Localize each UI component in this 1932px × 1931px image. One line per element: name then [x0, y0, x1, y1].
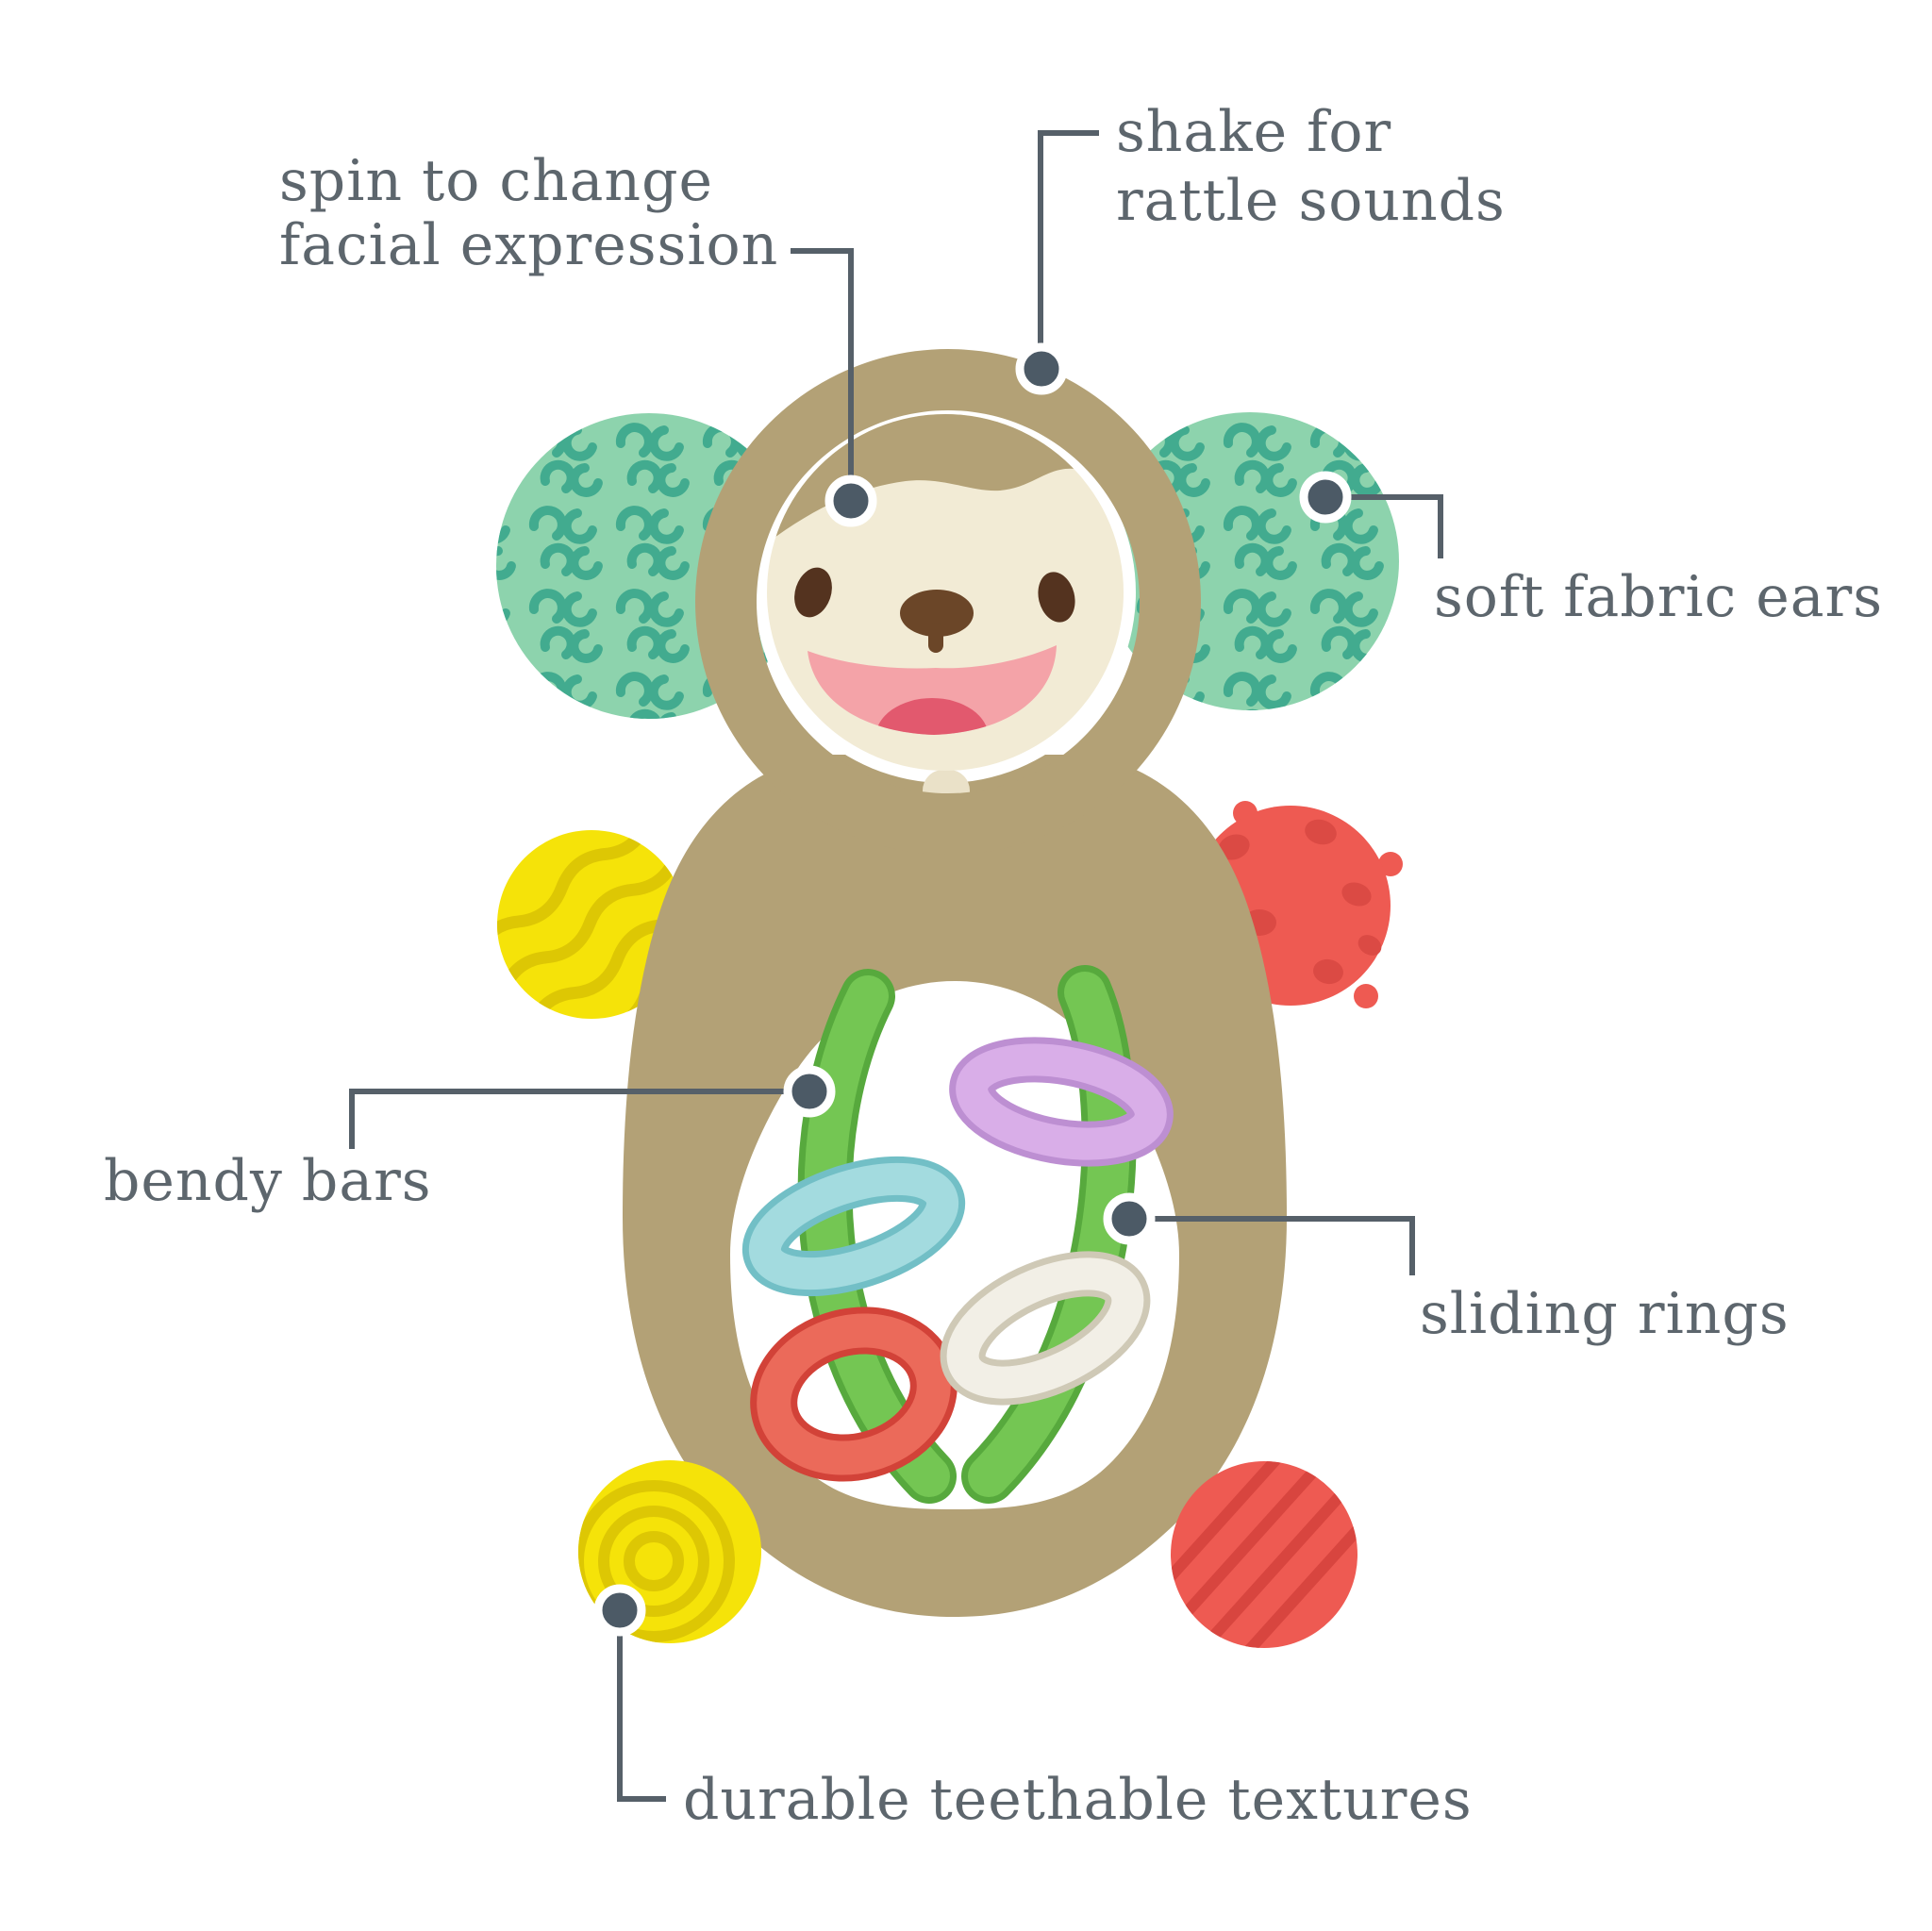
soft-ears-label: soft fabric ears — [1434, 564, 1883, 630]
sliding-ring-purple — [949, 1037, 1174, 1167]
red-ridged-teether-ball — [1151, 1439, 1375, 1670]
teethable-label: durable teethable textures — [683, 1767, 1473, 1833]
monkey-rattle-illustration — [469, 349, 1403, 1670]
ring-purple-body — [956, 1043, 1167, 1160]
red-ridged-ball-grooves — [1151, 1439, 1375, 1670]
ring-white-body — [946, 1257, 1144, 1399]
spin-callout-line — [791, 248, 854, 501]
spin-label-line2: facial expression — [279, 212, 778, 278]
yellow-concentric-ball-grooves — [578, 1480, 735, 1642]
body-ring — [623, 755, 1287, 1617]
shake-label-line2: rattle sounds — [1116, 168, 1506, 234]
nose — [900, 590, 974, 653]
shake-callout-line — [1038, 130, 1099, 369]
callout-dots — [593, 342, 1352, 1637]
sliding-callout-dot — [1103, 1192, 1156, 1245]
sliding-callout-line — [1129, 1216, 1415, 1275]
sliding-ring-white — [940, 1251, 1151, 1406]
bendy-bar-left — [797, 969, 957, 1504]
ears-callout-dot — [1299, 471, 1352, 524]
callout-lines — [349, 130, 1443, 1802]
bendy-callout-line — [349, 1089, 809, 1149]
callout-labels: spin to change facial expression shake f… — [104, 99, 1883, 1833]
tongue — [875, 698, 989, 735]
bendy-bar-right — [961, 965, 1137, 1504]
spin-callout-dot — [824, 474, 877, 527]
bendy-callout-dot — [783, 1065, 836, 1118]
red-bumpy-rim-bump — [1378, 852, 1403, 876]
teethable-callout-dot — [593, 1584, 646, 1637]
sliding-rings-label: sliding rings — [1420, 1281, 1790, 1347]
shake-callout-dot — [1015, 342, 1068, 395]
left-eye — [794, 567, 832, 618]
ring-red-body — [757, 1313, 951, 1475]
sliding-ring-red — [750, 1307, 958, 1482]
ring-blue-body — [748, 1162, 959, 1290]
spin-label-line1: spin to change — [279, 148, 713, 214]
smile-mouth — [808, 645, 1057, 735]
bendy-bar-left-body — [804, 975, 950, 1497]
right-eye — [1038, 572, 1075, 623]
teethable-callout-line — [617, 1610, 666, 1802]
ears-callout-line — [1325, 494, 1443, 558]
red-ridged-ball-base — [1171, 1461, 1357, 1648]
sliding-ring-blue — [741, 1156, 966, 1297]
shake-label-line1: shake for — [1116, 99, 1391, 165]
red-bumpy-rim-bump — [1354, 984, 1378, 1008]
bendy-bar-right-body — [968, 972, 1130, 1497]
bendy-bars-label: bendy bars — [104, 1148, 432, 1214]
